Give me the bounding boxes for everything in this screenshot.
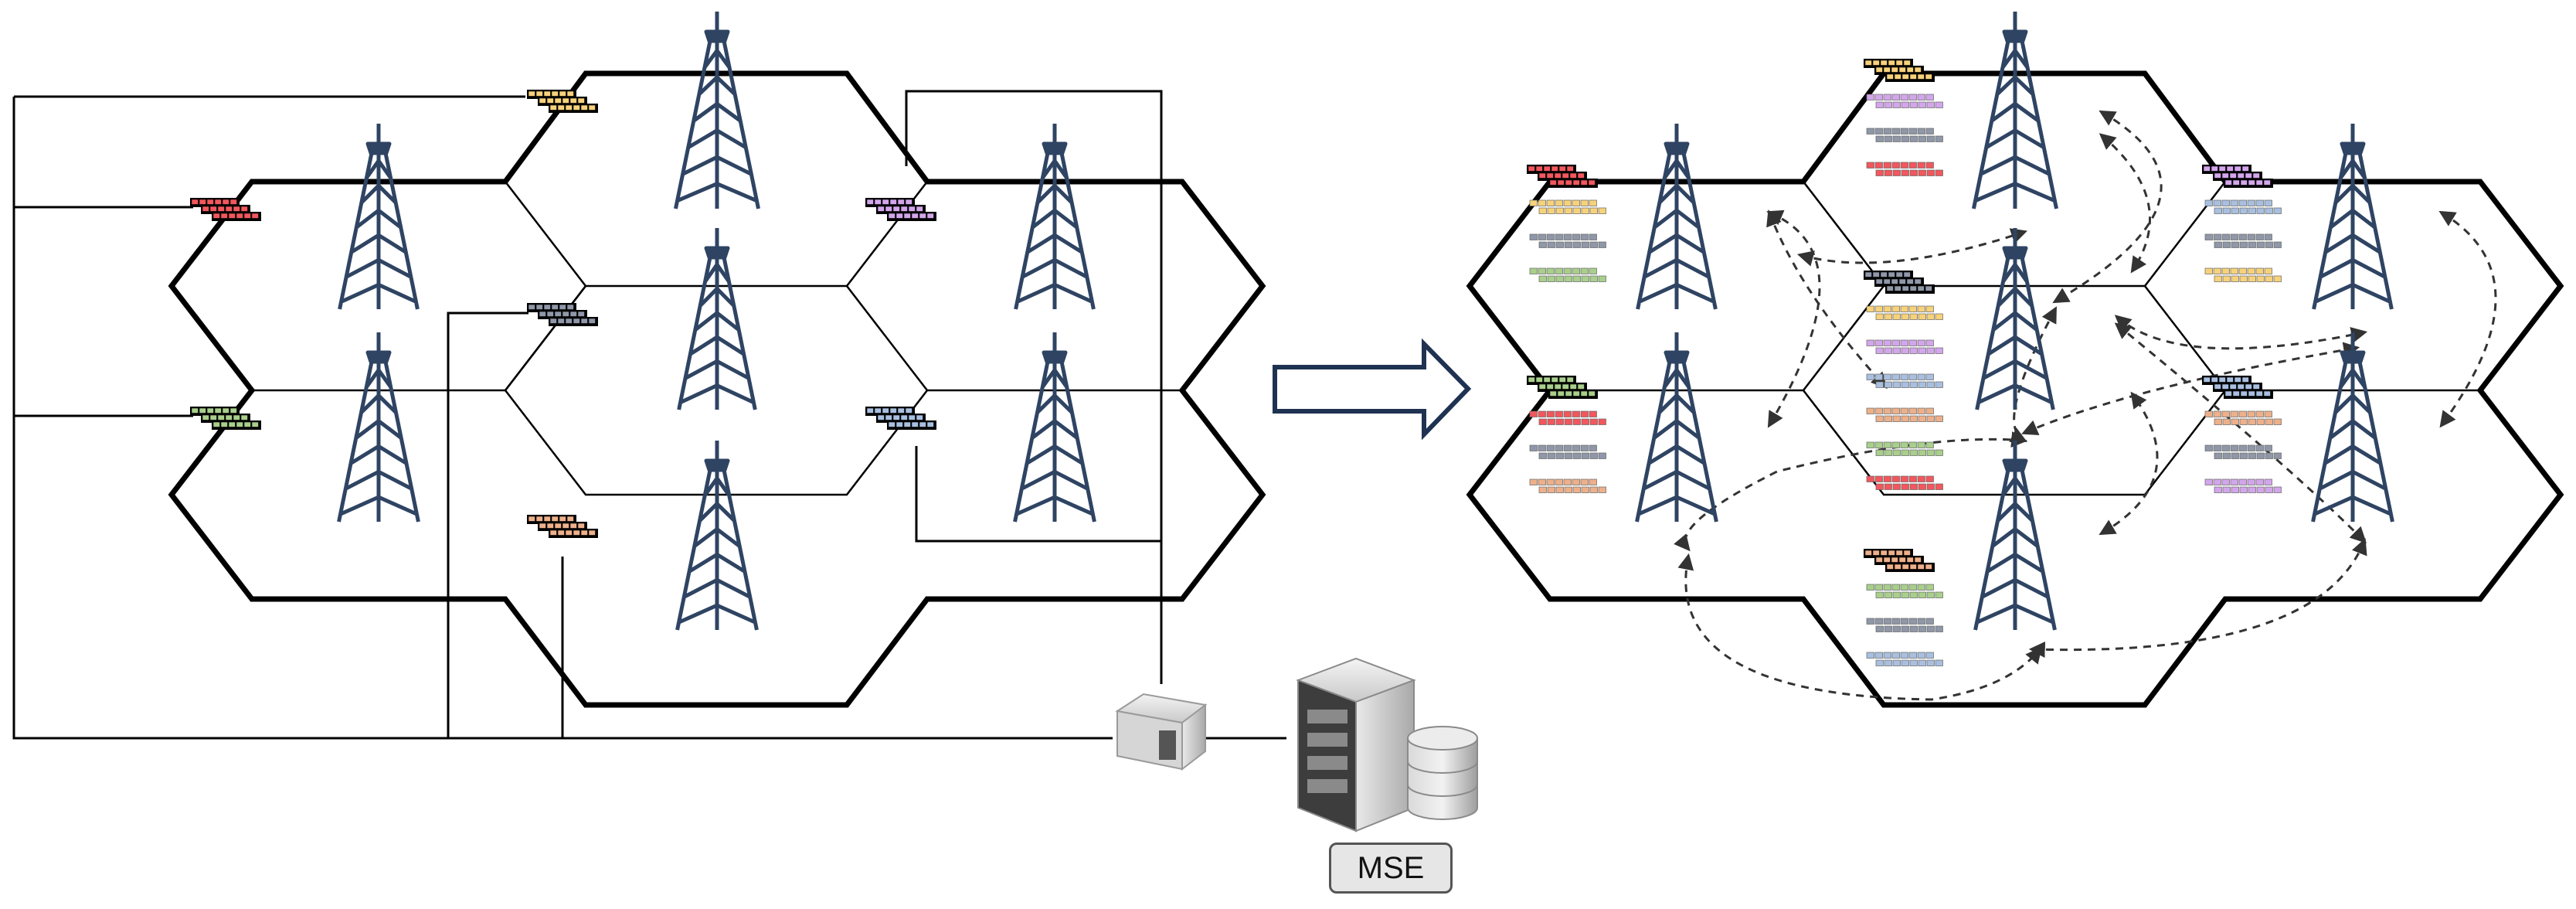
tower-icon (2311, 332, 2394, 523)
cache-icon (2204, 267, 2282, 282)
mse-label: MSE (1329, 843, 1453, 894)
cache-icon (1866, 652, 1943, 666)
right-network-boundary (1466, 70, 2564, 708)
cache-icon (1866, 584, 1943, 598)
cache-icon (865, 198, 936, 221)
backhaul-links (12, 90, 1286, 740)
cache-icon (1864, 271, 1935, 294)
cache-icon (527, 515, 598, 538)
cache-icon (1529, 444, 1606, 459)
cache-icon (2204, 199, 2282, 214)
tower-icon (2312, 124, 2394, 310)
cache-icon (1866, 162, 1943, 176)
cache-exchange-arrows (1674, 110, 2497, 701)
cache-icon (1864, 59, 1935, 82)
tower-icon (675, 441, 759, 631)
cache-icon (1529, 410, 1606, 425)
cache-icon (1866, 94, 1943, 108)
tower-icon (1973, 441, 2057, 631)
cache-icon (865, 407, 936, 430)
cache-icon (2202, 165, 2273, 188)
cache-icon (1527, 165, 1598, 188)
tower-icon (677, 228, 757, 410)
cache-icon (2204, 233, 2282, 248)
cache-icon (2204, 478, 2282, 493)
cache-icon (1866, 305, 1943, 320)
cache-icon (1529, 478, 1606, 493)
edge-server-icon (1115, 693, 1208, 771)
cache-icon (1529, 233, 1606, 248)
cache-icon (1864, 549, 1935, 572)
cache-icon (1527, 376, 1598, 399)
tower-icon (674, 12, 760, 209)
cache-icon (2204, 444, 2282, 459)
tower-icon (1635, 332, 1718, 523)
database-icon (1407, 726, 1478, 820)
tower-icon (1975, 228, 2055, 410)
tower-icon (1014, 124, 1096, 310)
left-network-boundary (168, 70, 1266, 708)
tower-icon (1013, 332, 1096, 523)
caches (190, 59, 2282, 666)
cache-icon (2204, 410, 2282, 425)
towers (337, 12, 2394, 631)
cache-icon (1529, 199, 1606, 214)
cache-icon (190, 407, 261, 430)
cache-icon (527, 90, 598, 113)
tower-icon (1636, 124, 1718, 310)
cache-icon (1866, 373, 1943, 388)
tower-icon (1972, 12, 2058, 209)
left-network (168, 70, 1266, 708)
cache-icon (1866, 339, 1943, 354)
tower-icon (338, 124, 420, 310)
cache-icon (1866, 475, 1943, 490)
cache-icon (1866, 441, 1943, 456)
cache-icon (1866, 128, 1943, 142)
cache-icon (1866, 407, 1943, 422)
cache-icon (190, 198, 261, 221)
mse-server-icon (1296, 657, 1416, 832)
cache-icon (1529, 267, 1606, 282)
cache-icon (2202, 376, 2273, 399)
cache-icon (527, 303, 598, 326)
tower-icon (337, 332, 420, 523)
transition-arrow-icon (1273, 338, 1472, 441)
cache-icon (1866, 618, 1943, 632)
